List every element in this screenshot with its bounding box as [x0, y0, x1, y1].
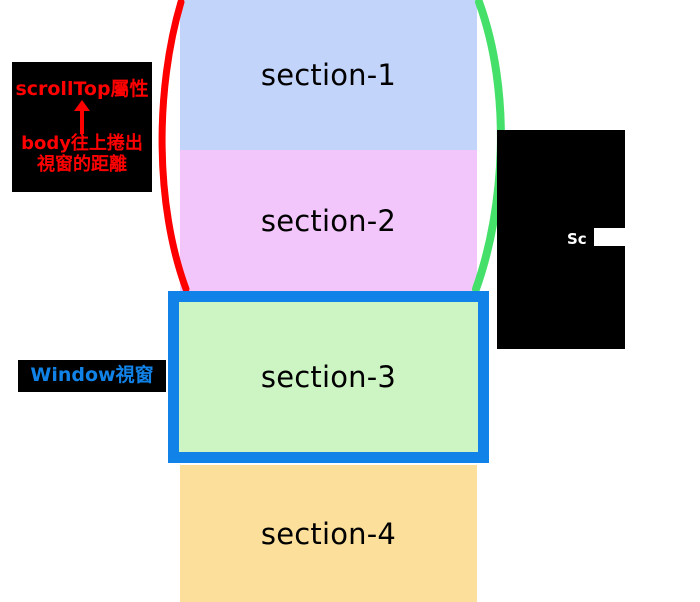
section-1-block: section-1 — [180, 0, 477, 150]
section-4-label: section-4 — [260, 516, 397, 551]
section-1-label: section-1 — [260, 58, 397, 92]
window-label: Window視窗 — [30, 364, 154, 387]
scrolltop-title: scrollTop屬性 — [15, 78, 149, 101]
up-arrow-icon — [14, 100, 150, 135]
scrollheight-label: Sc — [567, 230, 587, 249]
section-3-label: section-3 — [260, 360, 397, 394]
scrolltop-desc-line2: 視窗的距離 — [37, 153, 127, 175]
window-viewport-frame — [168, 291, 489, 463]
section-4-block: section-4 — [180, 465, 477, 602]
scrolltop-desc-line1: body往上捲出 — [21, 133, 143, 155]
window-annotation: Window視窗 — [18, 360, 166, 392]
section-3-block: section-3 — [178, 301, 479, 453]
label-occluder — [594, 228, 670, 246]
scrolltop-annotation: scrollTop屬性 body往上捲出 視窗的距離 — [12, 62, 152, 192]
scrollheight-annotation: Sc — [497, 130, 625, 349]
section-2-label: section-2 — [260, 203, 397, 238]
section-2-block: section-2 — [180, 150, 477, 291]
